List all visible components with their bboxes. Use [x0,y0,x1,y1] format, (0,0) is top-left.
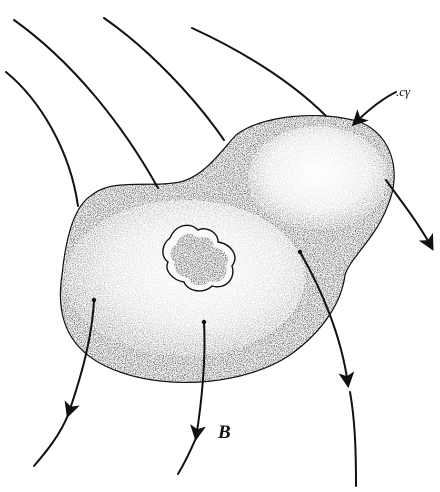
field-line-upper-3 [104,18,224,140]
field-line-upper-4 [192,28,326,116]
field-line-lower-2-tail [178,438,196,474]
field-entry-dot [92,298,96,302]
field-entry-dot [202,320,206,324]
label-c: .cγ [396,84,411,99]
field-entry-dot [298,250,302,254]
label-leader-line [354,92,396,124]
field-line-upper-1 [6,72,78,206]
field-line-lower-3-tail [350,392,356,486]
label-b: B [217,422,231,443]
field-line-right [386,180,432,248]
field-line-lower-1-tail [34,415,68,466]
